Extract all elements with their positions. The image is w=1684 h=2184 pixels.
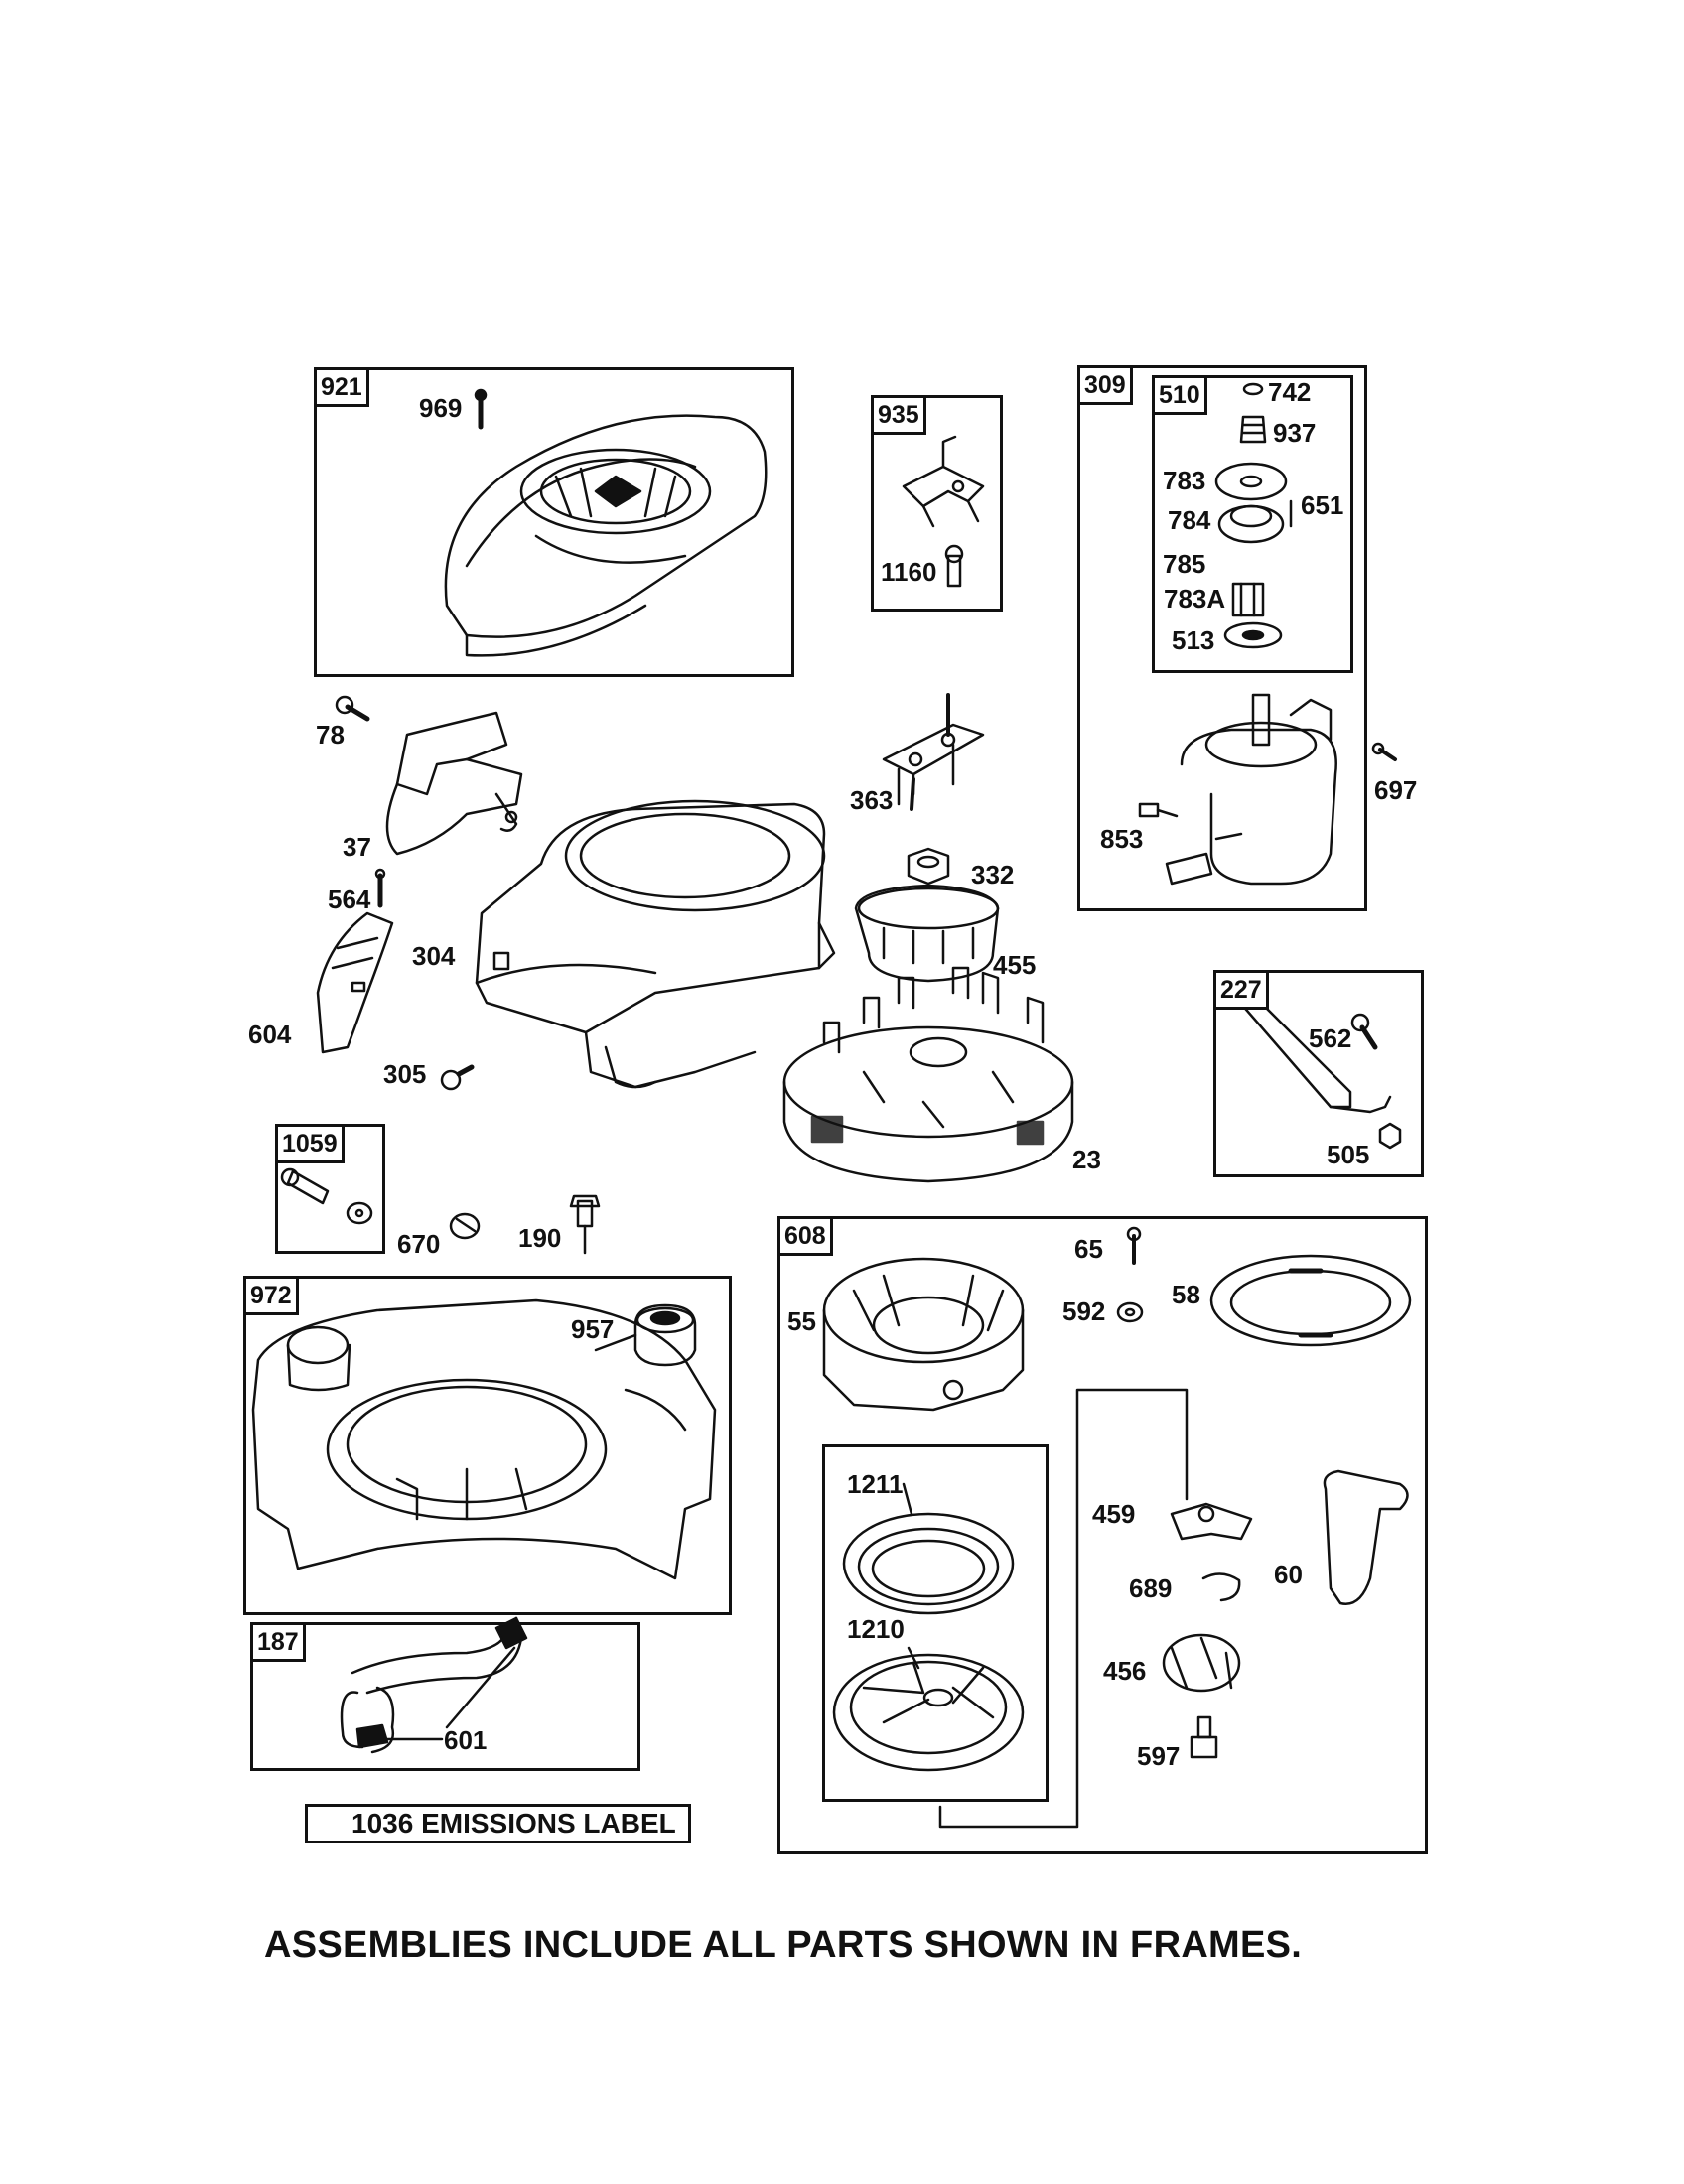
frame-187 [250, 1622, 640, 1771]
screw-305-drawing [440, 1064, 475, 1091]
nut-505-drawing [1378, 1122, 1402, 1150]
screw-597-drawing [1190, 1715, 1218, 1759]
spacer-670-drawing [449, 1212, 481, 1240]
starter-motor-drawing [1165, 693, 1337, 886]
screw-697-drawing [1371, 742, 1397, 761]
part-label-455: 455 [993, 950, 1037, 980]
part-label-1160: 1160 [881, 557, 937, 587]
frame-1210-1211 [822, 1444, 1049, 1802]
starter-drive-parts-drawing [1214, 382, 1293, 649]
screw-564-drawing [374, 868, 386, 908]
screw-78-drawing [335, 695, 370, 722]
part-label-562: 562 [1309, 1024, 1352, 1053]
emissions-label-frame: 1036 EMISSIONS LABEL [305, 1804, 691, 1843]
part-label-670: 670 [397, 1229, 441, 1259]
frame-921 [314, 367, 794, 677]
part-label-505: 505 [1327, 1140, 1370, 1169]
frame-227 [1213, 970, 1424, 1177]
part-label-597: 597 [1137, 1741, 1181, 1771]
part-label-37: 37 [343, 832, 371, 862]
pawl-459-drawing [1170, 1502, 1253, 1541]
stud-190-drawing [569, 1194, 601, 1255]
part-label-601: 601 [444, 1725, 488, 1755]
part-label-78: 78 [316, 720, 345, 750]
frame-510 [1152, 375, 1353, 673]
breather-hose-187-drawing [340, 1616, 528, 1754]
part-label-60: 60 [1274, 1560, 1303, 1589]
part-label-783A: 783A [1164, 584, 1226, 614]
frame-972 [243, 1276, 732, 1615]
part-label-651: 651 [1301, 490, 1344, 520]
part-label-55: 55 [787, 1306, 816, 1336]
nut-592-drawing [1116, 1301, 1144, 1323]
control-bracket-363-drawing [882, 693, 985, 811]
screw-1160-drawing [944, 544, 964, 588]
frame-309 [1077, 365, 1367, 911]
part-label-513: 513 [1172, 625, 1215, 655]
nut-332-drawing [907, 847, 950, 886]
cup-455-drawing [854, 884, 1000, 983]
part-label-456: 456 [1103, 1656, 1147, 1686]
part-label-564: 564 [328, 885, 371, 914]
part-label-742: 742 [1268, 377, 1312, 407]
frame-608 [777, 1216, 1428, 1854]
cam-456-drawing [1162, 1633, 1241, 1693]
rewind-housing-55-drawing [822, 1257, 1025, 1412]
fuel-tank-972-drawing [251, 1298, 717, 1580]
frame-tag-187: 187 [250, 1622, 306, 1662]
part-label-23: 23 [1072, 1145, 1101, 1174]
part-label-785: 785 [1163, 549, 1206, 579]
stud-1059-drawing [280, 1167, 373, 1225]
handle-60-drawing [1323, 1469, 1409, 1605]
part-label-332: 332 [971, 860, 1015, 889]
flywheel-23-drawing [782, 966, 1074, 1183]
part-label-604: 604 [248, 1020, 292, 1049]
part-label-305: 305 [383, 1059, 427, 1089]
frame-tag-608: 608 [777, 1216, 833, 1256]
part-label-190: 190 [518, 1223, 562, 1253]
frame-tag-972: 972 [243, 1276, 299, 1315]
pulley-1210-drawing [832, 1646, 1025, 1772]
screw-562-drawing [1350, 1013, 1378, 1050]
rewind-spring-1211-drawing [842, 1482, 1015, 1615]
part-label-969: 969 [419, 393, 463, 423]
fuel-cap-957-drawing [594, 1303, 697, 1367]
air-guide-604-drawing [316, 911, 394, 1054]
frame-tag-227: 227 [1213, 970, 1269, 1010]
part-label-784: 784 [1168, 505, 1211, 535]
screw-969-drawing [474, 388, 488, 430]
part-label-697: 697 [1374, 775, 1418, 805]
frame-935 [871, 395, 1003, 612]
part-label-304: 304 [412, 941, 456, 971]
baffle-37-drawing [385, 711, 523, 856]
part-label-1210: 1210 [847, 1614, 905, 1644]
frame-tag-1059: 1059 [275, 1124, 345, 1163]
blower-housing-304-drawing [475, 799, 836, 1089]
part-label-58: 58 [1172, 1280, 1200, 1309]
terminal-853-drawing [1138, 802, 1179, 818]
screw-65-drawing [1126, 1226, 1142, 1265]
part-label-937: 937 [1273, 418, 1317, 448]
part-label-957: 957 [571, 1314, 615, 1344]
part-label-363: 363 [850, 785, 894, 815]
blower-housing-cover-drawing [444, 414, 768, 657]
part-label-459: 459 [1092, 1499, 1136, 1529]
frame-tag-309: 309 [1077, 365, 1133, 405]
part-label-689: 689 [1129, 1573, 1173, 1603]
frame-tag-510: 510 [1152, 375, 1207, 415]
retainer-689-drawing [1201, 1572, 1241, 1602]
part-label-783: 783 [1163, 466, 1206, 495]
part-label-853: 853 [1100, 824, 1144, 854]
rewind-spring-58-drawing [1209, 1254, 1412, 1347]
frame-tag-921: 921 [314, 367, 369, 407]
frame-tag-935: 935 [871, 395, 926, 435]
assemblies-note: ASSEMBLIES INCLUDE ALL PARTS SHOWN IN FR… [264, 1924, 1303, 1966]
part-label-65: 65 [1074, 1234, 1103, 1264]
throttle-bracket-drawing [902, 435, 985, 528]
part-label-1211: 1211 [847, 1469, 904, 1499]
part-label-592: 592 [1062, 1297, 1106, 1326]
